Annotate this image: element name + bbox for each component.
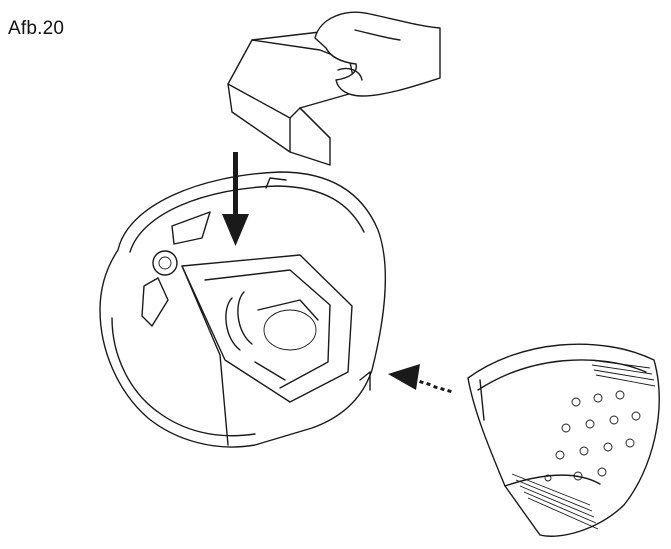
arrow-down-icon	[222, 152, 249, 246]
hand-icon	[314, 11, 441, 97]
robot-vacuum-icon	[99, 171, 387, 448]
figure-label: Afb.20	[8, 18, 65, 39]
front-cover-icon	[467, 343, 660, 537]
dotted-arrow-left-icon	[388, 364, 452, 394]
